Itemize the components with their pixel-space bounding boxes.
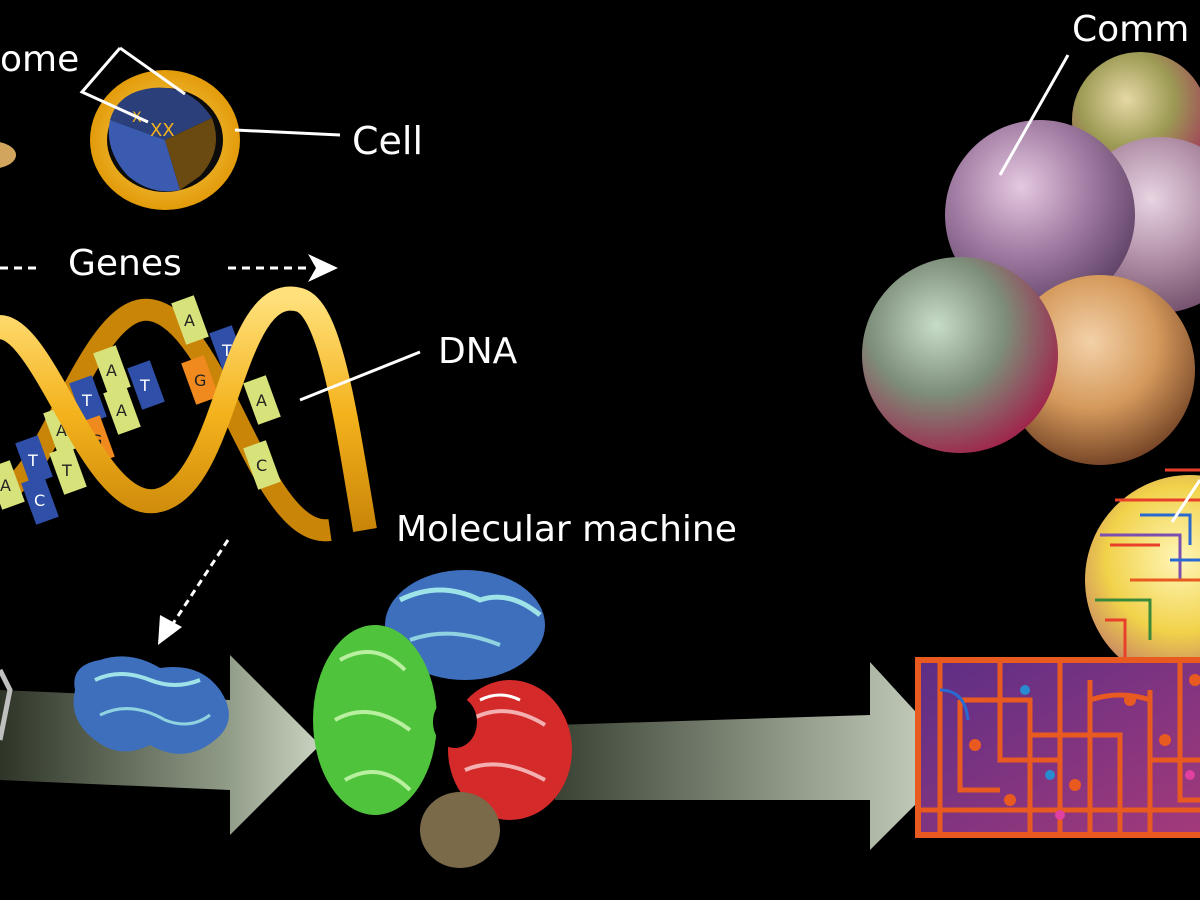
dna-base-letter: T: [81, 391, 92, 410]
dna-base-letter: A: [106, 361, 117, 380]
dna-base-rung: [243, 440, 281, 490]
molecular-machine-label: Molecular machine: [396, 509, 737, 550]
dna-base-rung: [43, 405, 81, 455]
dna-base-rung: [171, 295, 209, 345]
dna-base-letter: A: [116, 401, 127, 420]
dna-base-letter: T: [27, 451, 38, 470]
cell-label: Cell: [352, 119, 424, 163]
community-label: Comm: [1072, 9, 1190, 50]
dna-base-rung: [181, 355, 219, 405]
cell-illustration: XX X: [0, 46, 341, 210]
network-sphere: [1085, 468, 1200, 685]
circuit-board: [915, 657, 1200, 838]
genes-label: Genes: [68, 243, 182, 284]
dna-base-letter: C: [34, 491, 45, 510]
dna-base-rung: [15, 435, 53, 485]
dna-base-rung: [93, 345, 131, 395]
sphere-mauve: [945, 120, 1135, 310]
arrow-right: [555, 662, 960, 850]
genes-arrowhead: [308, 254, 338, 282]
sphere-green: [862, 257, 1058, 453]
dna-to-protein-arrow: [158, 539, 230, 645]
dna-base-letter: C: [256, 456, 267, 475]
chromosome-label: ome: [0, 39, 80, 80]
dna-base-letter: A: [56, 421, 67, 440]
dna-base-rung: [21, 475, 59, 525]
dna-base-rung: [127, 360, 165, 410]
dna-base-letter: T: [221, 341, 232, 360]
protein-illustration: [0, 656, 229, 754]
svg-text:XX: XX: [150, 120, 175, 141]
sphere-orange: [1005, 275, 1195, 465]
dna-base-letter: A: [256, 391, 267, 410]
dna-base-letter: T: [61, 461, 72, 480]
genes-arrows: [0, 254, 338, 282]
dna-base-letter: A: [184, 311, 195, 330]
dna-base-rung: [243, 375, 281, 425]
dna-base-letter: T: [139, 376, 150, 395]
dna-base-letter: A: [0, 476, 11, 495]
molecular-machine-illustration: [313, 570, 572, 868]
dna-base-rung: [49, 445, 87, 495]
community-spheres: [862, 52, 1200, 465]
dna-base-rung: [0, 460, 25, 510]
dna-base-letter: G: [194, 371, 206, 390]
dna-label: DNA: [438, 331, 518, 372]
dna-base-rung: [103, 385, 141, 435]
dna-base-rung: [69, 375, 107, 425]
